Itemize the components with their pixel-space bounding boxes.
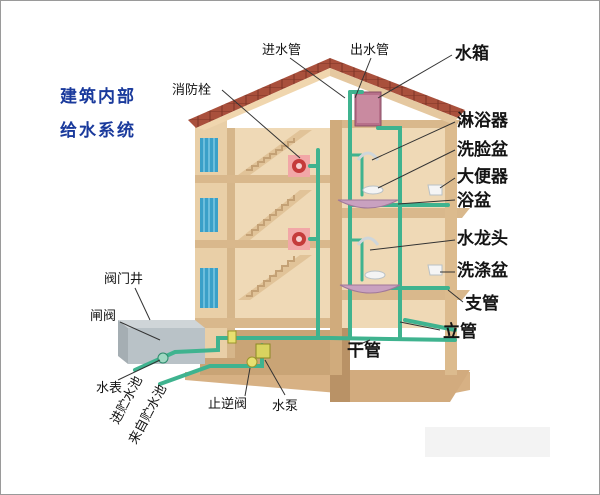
title-line-1: 建筑内部	[60, 86, 136, 107]
label-bathtub: 浴盆	[457, 190, 492, 211]
building	[185, 58, 470, 402]
riser-pipe	[403, 318, 457, 332]
pipes	[133, 90, 457, 386]
water-tank	[354, 91, 382, 127]
leader-lines	[117, 54, 464, 397]
label-gate-valve: 闸阀	[90, 309, 116, 324]
label-fire-hydrant: 消防栓	[172, 82, 211, 98]
title: 建筑内部 给水系统	[60, 86, 136, 141]
label-washbasin: 洗脸盆	[457, 139, 509, 160]
label-outlet-pipe: 出水管	[350, 43, 389, 58]
label-water-tank: 水箱	[455, 43, 489, 64]
label-check-valve: 止逆阀	[208, 396, 247, 412]
watermark-panel	[425, 427, 550, 457]
staircase	[238, 130, 312, 300]
foundation-slab	[350, 370, 470, 402]
gate-valve-icon	[227, 330, 237, 344]
toilet-icon	[427, 184, 443, 196]
washbasin-icon	[364, 270, 386, 280]
label-branch-pipe: 支管	[465, 293, 499, 314]
label-inlet-pipe: 进水管	[262, 43, 301, 58]
label-sink: 洗涤盆	[457, 260, 509, 281]
riser-outlet	[376, 126, 402, 340]
faucet-icon	[356, 236, 380, 246]
label-faucet: 水龙头	[457, 228, 508, 249]
valves	[157, 330, 271, 368]
label-toilet: 大便器	[457, 166, 509, 187]
water-meter-icon	[157, 352, 169, 364]
windows	[200, 138, 218, 308]
roof	[188, 58, 465, 128]
label-riser-pipe: 立管	[443, 321, 477, 342]
label-shower: 淋浴器	[457, 110, 509, 131]
fire-hydrant	[288, 155, 310, 250]
fixtures	[337, 151, 443, 294]
title-line-2: 给水系统	[60, 120, 136, 141]
check-valve-icon	[246, 356, 258, 368]
bathtub-icon	[337, 199, 399, 209]
label-valve-well: 阀门井	[104, 272, 143, 287]
right-facade	[445, 125, 457, 375]
label-water-meter: 水表	[96, 381, 122, 396]
main-pipe	[133, 336, 457, 372]
sink-icon	[427, 264, 443, 276]
label-water-pump: 水泵	[272, 399, 298, 414]
label-main-pipe: 干管	[347, 340, 381, 361]
water-pump-icon	[255, 343, 271, 359]
partition-wall	[330, 120, 342, 375]
